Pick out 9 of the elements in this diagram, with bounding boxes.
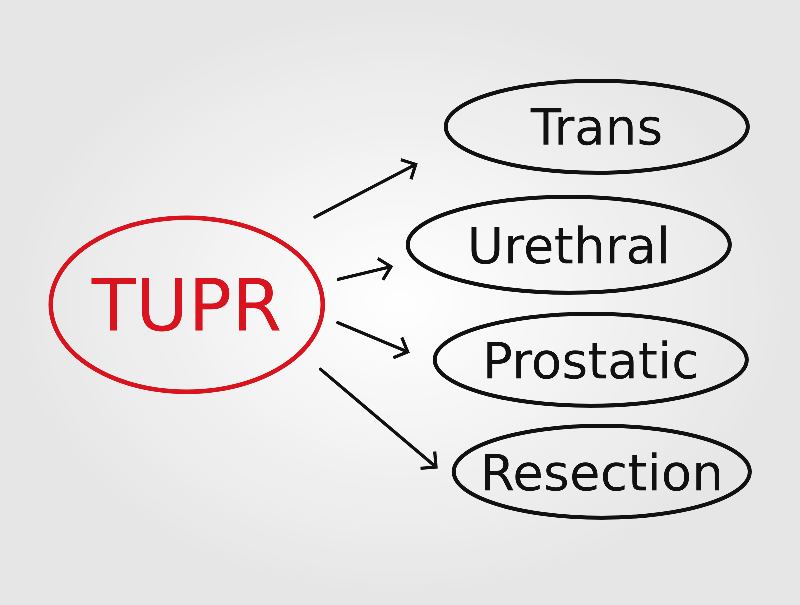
ellipse-node: TUPR	[48, 216, 326, 394]
arrow	[319, 368, 438, 470]
ellipse-node: Urethral	[406, 195, 732, 295]
arrow	[336, 257, 394, 282]
ellipse-node: Resection	[452, 424, 752, 520]
ellipse-node: Prostatic	[433, 312, 749, 408]
arrow	[314, 158, 418, 219]
ellipse-node: Trans	[444, 79, 750, 175]
arrow	[336, 321, 410, 360]
